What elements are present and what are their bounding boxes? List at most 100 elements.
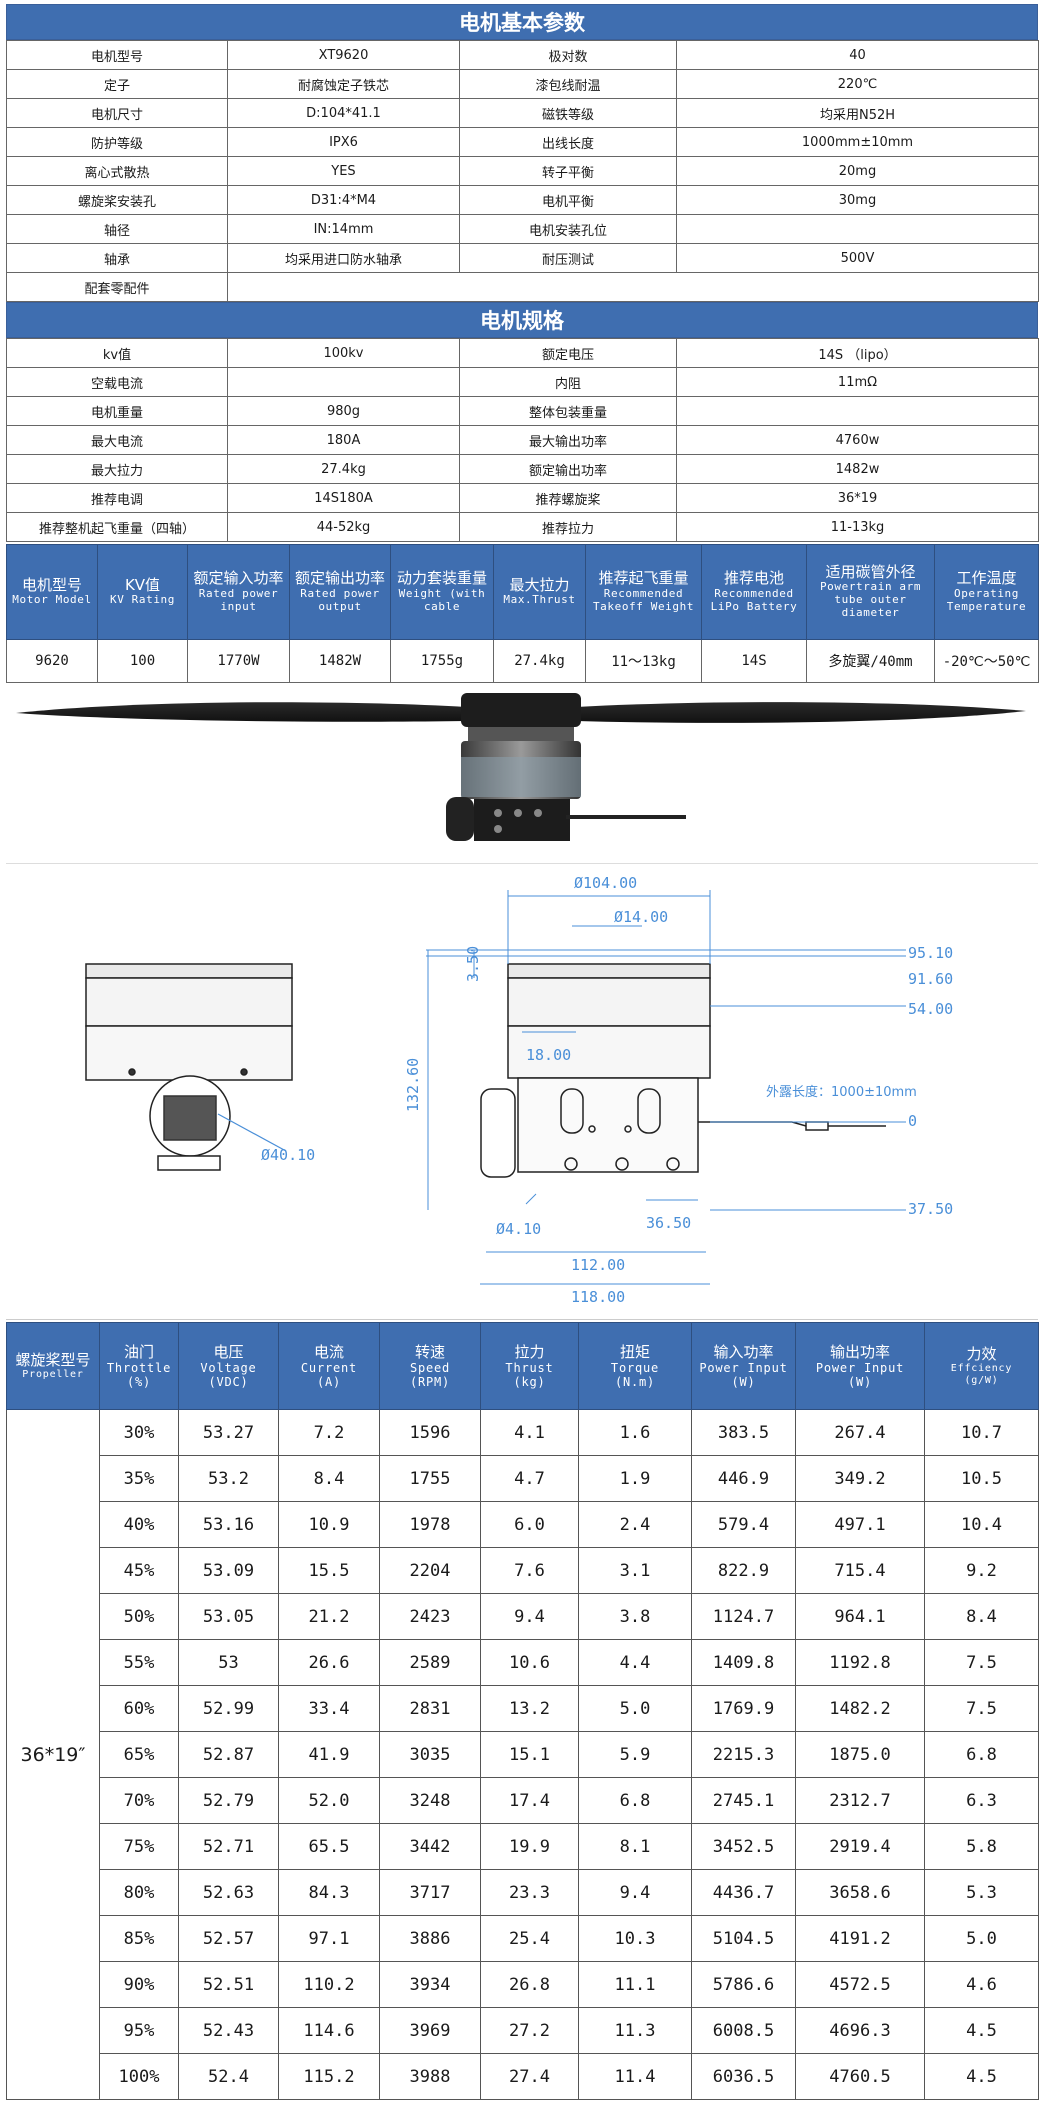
header-en: Max.Thrust bbox=[503, 593, 576, 607]
spec-value: 1482w bbox=[676, 454, 1039, 484]
dim-height: 132.60 bbox=[404, 1058, 422, 1112]
dim-diameter: Ø104.00 bbox=[574, 874, 637, 892]
perf-cell: 4.4 bbox=[578, 1639, 692, 1686]
header-zh: 拉力 bbox=[514, 1342, 545, 1361]
header-unit: (%) bbox=[126, 1375, 152, 1389]
dim-3-50: 3.50 bbox=[464, 946, 482, 982]
spec-value: 100kv bbox=[227, 338, 460, 368]
perf-cell: 2919.4 bbox=[795, 1823, 925, 1870]
param-label: 漆包线耐温 bbox=[459, 69, 677, 99]
spec-value: 44-52kg bbox=[227, 512, 460, 542]
perf-cell: 10.5 bbox=[924, 1455, 1039, 1502]
propeller-cell: 36*19″ bbox=[6, 1409, 100, 2100]
spec-label: 内阻 bbox=[459, 367, 677, 397]
perf-cell: 3988 bbox=[379, 2053, 481, 2100]
perf-cell: 95% bbox=[99, 2007, 179, 2054]
accessories-value bbox=[227, 272, 1039, 302]
header-unit: (RPM) bbox=[409, 1375, 451, 1389]
perf-cell: 15.5 bbox=[278, 1547, 380, 1594]
header-zh: 推荐电池 bbox=[723, 569, 784, 588]
header-unit: (N.m) bbox=[614, 1375, 656, 1389]
spec-value: 14S （lipo） bbox=[676, 338, 1039, 368]
basic-params-title: 电机基本参数 bbox=[6, 4, 1038, 40]
param-value: XT9620 bbox=[227, 40, 460, 70]
header-en: Voltage bbox=[200, 1360, 257, 1375]
param-label: 转子平衡 bbox=[459, 156, 677, 186]
perf-cell: 1482.2 bbox=[795, 1685, 925, 1732]
dim-36: 36.50 bbox=[646, 1214, 691, 1232]
param-label: 电机平衡 bbox=[459, 185, 677, 215]
perf-cell: 41.9 bbox=[278, 1731, 380, 1778]
perf-cell: 446.9 bbox=[691, 1455, 796, 1502]
perf-cell: 8.4 bbox=[924, 1593, 1039, 1640]
perf-cell: 53.09 bbox=[178, 1547, 279, 1594]
summary-cell: 1755g bbox=[390, 639, 494, 683]
perf-cell: 2589 bbox=[379, 1639, 481, 1686]
header-en: Weight (with cable bbox=[398, 586, 486, 613]
perf-cell: 53.2 bbox=[178, 1455, 279, 1502]
spec-label: 电机重量 bbox=[6, 396, 228, 426]
perf-cell: 55% bbox=[99, 1639, 179, 1686]
perf-cell: 21.2 bbox=[278, 1593, 380, 1640]
perf-cell: 27.4 bbox=[480, 2053, 579, 2100]
perf-cell: 4191.2 bbox=[795, 1915, 925, 1962]
perf-cell: 4.7 bbox=[480, 1455, 579, 1502]
param-value: 20mg bbox=[676, 156, 1039, 186]
perf-cell: 4.6 bbox=[924, 1961, 1039, 2008]
header-zh: 推荐起飞重量 bbox=[598, 569, 689, 588]
header-en: Recommended Takeoff Weight bbox=[592, 586, 695, 613]
summary-cell: 1770W bbox=[187, 639, 290, 683]
spec-label: 推荐拉力 bbox=[459, 512, 677, 542]
perf-cell: 6.8 bbox=[578, 1777, 692, 1824]
perf-cell: 3.1 bbox=[578, 1547, 692, 1594]
perf-cell: 23.3 bbox=[480, 1869, 579, 1916]
param-label: 离心式散热 bbox=[6, 156, 228, 186]
perf-cell: 383.5 bbox=[691, 1409, 796, 1456]
spec-value: 27.4kg bbox=[227, 454, 460, 484]
perf-cell: 1596 bbox=[379, 1409, 481, 1456]
param-label: 出线长度 bbox=[459, 127, 677, 157]
header-en: Rated power input bbox=[198, 586, 279, 613]
spec-label: 最大输出功率 bbox=[459, 425, 677, 455]
perf-cell: 1769.9 bbox=[691, 1685, 796, 1732]
perf-cell: 17.4 bbox=[480, 1777, 579, 1824]
perf-cell: 60% bbox=[99, 1685, 179, 1732]
perf-cell: 115.2 bbox=[278, 2053, 380, 2100]
spec-value: 11-13kg bbox=[676, 512, 1039, 542]
perf-cell: 52.57 bbox=[178, 1915, 279, 1962]
perf-cell: 4760.5 bbox=[795, 2053, 925, 2100]
perf-cell: 114.6 bbox=[278, 2007, 380, 2054]
param-value: IN:14mm bbox=[227, 214, 460, 244]
perf-cell: 4436.7 bbox=[691, 1869, 796, 1916]
param-value: 耐腐蚀定子铁芯 bbox=[227, 69, 460, 99]
perf-cell: 110.2 bbox=[278, 1961, 380, 2008]
perf-cell: 45% bbox=[99, 1547, 179, 1594]
header-zh: 电机型号 bbox=[21, 575, 82, 594]
header-zh: 电流 bbox=[313, 1342, 344, 1361]
dim-112: 112.00 bbox=[571, 1256, 625, 1274]
dimension-drawing: Ø40.10 bbox=[6, 864, 1038, 1320]
summary-cell: -20℃～50℃ bbox=[934, 639, 1039, 683]
perf-cell: 53.05 bbox=[178, 1593, 279, 1640]
perf-cell: 10.4 bbox=[924, 1501, 1039, 1548]
param-value: 均采用N52H bbox=[676, 98, 1039, 128]
perf-cell: 3886 bbox=[379, 1915, 481, 1962]
spec-value: 180A bbox=[227, 425, 460, 455]
